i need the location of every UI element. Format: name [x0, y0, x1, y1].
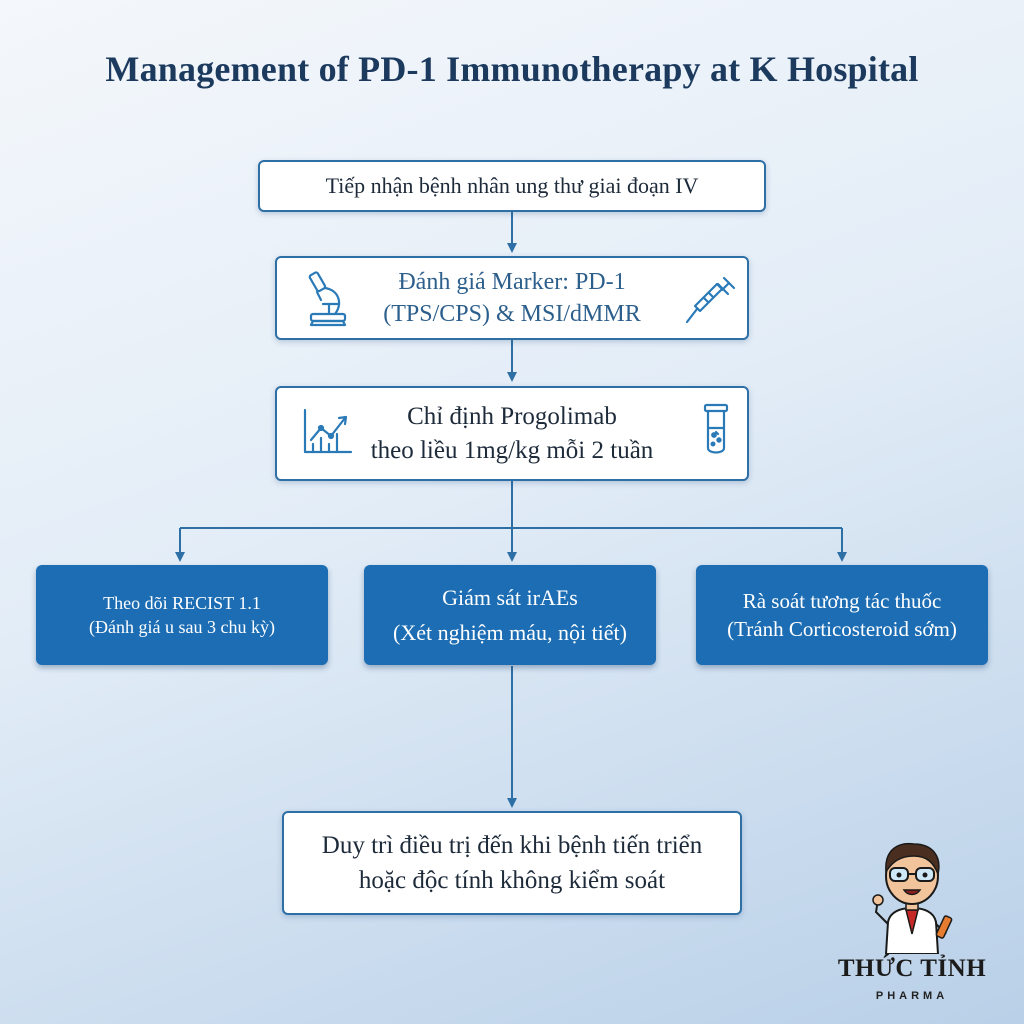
- irae-text-line2: (Xét nghiệm máu, nội tiết): [393, 620, 627, 645]
- prescribe-box: Chỉ định Progolimab theo liều 1mg/kg mỗi…: [275, 386, 749, 481]
- marker-box: Đánh giá Marker: PD-1 (TPS/CPS) & MSI/dM…: [275, 256, 749, 340]
- pharmacist-mascot-icon: [872, 842, 953, 954]
- maintain-box: Duy trì điều trị đến khi bệnh tiến triển…: [282, 811, 742, 915]
- recist-text-line2: (Đánh giá u sau 3 chu kỳ): [89, 617, 275, 637]
- page-title: Management of PD-1 Immunotherapy at K Ho…: [105, 49, 919, 89]
- intake-text: Tiếp nhận bệnh nhân ung thư giai đoạn IV: [325, 173, 699, 199]
- test-tube-icon: [703, 403, 729, 454]
- recist-box: Theo dõi RECIST 1.1 (Đánh giá u sau 3 ch…: [36, 565, 328, 665]
- intake-box: Tiếp nhận bệnh nhân ung thư giai đoạn IV: [258, 160, 766, 212]
- brand-subtitle: PHARMA: [875, 990, 949, 1002]
- microscope-icon: [308, 271, 347, 327]
- syringe-icon: [685, 276, 736, 324]
- brand-name: THỨC TỈNH: [837, 955, 987, 982]
- interaction-box: Rà soát tương tác thuốc (Tránh Corticost…: [696, 565, 988, 665]
- growth-chart-icon: [303, 408, 353, 454]
- irae-box: Giám sát irAEs (Xét nghiệm máu, nội tiết…: [364, 565, 656, 665]
- marker-text-line2: (TPS/CPS) & MSI/dMMR: [383, 301, 641, 327]
- maintain-text-line1: Duy trì điều trị đến khi bệnh tiến triển: [321, 832, 703, 859]
- prescribe-text-line1: Chỉ định Progolimab: [407, 402, 617, 430]
- irae-text-line1: Giám sát irAEs: [442, 584, 578, 610]
- prescribe-text-line2: theo liều 1mg/kg mỗi 2 tuần: [370, 436, 654, 464]
- maintain-text-line2: hoặc độc tính không kiểm soát: [358, 867, 666, 894]
- marker-text-line1: Đánh giá Marker: PD-1: [398, 268, 626, 295]
- recist-text-line1: Theo dõi RECIST 1.1: [103, 592, 261, 613]
- interaction-text-line2: (Tránh Corticosteroid sớm): [727, 617, 957, 641]
- interaction-text-line1: Rà soát tương tác thuốc: [742, 588, 942, 613]
